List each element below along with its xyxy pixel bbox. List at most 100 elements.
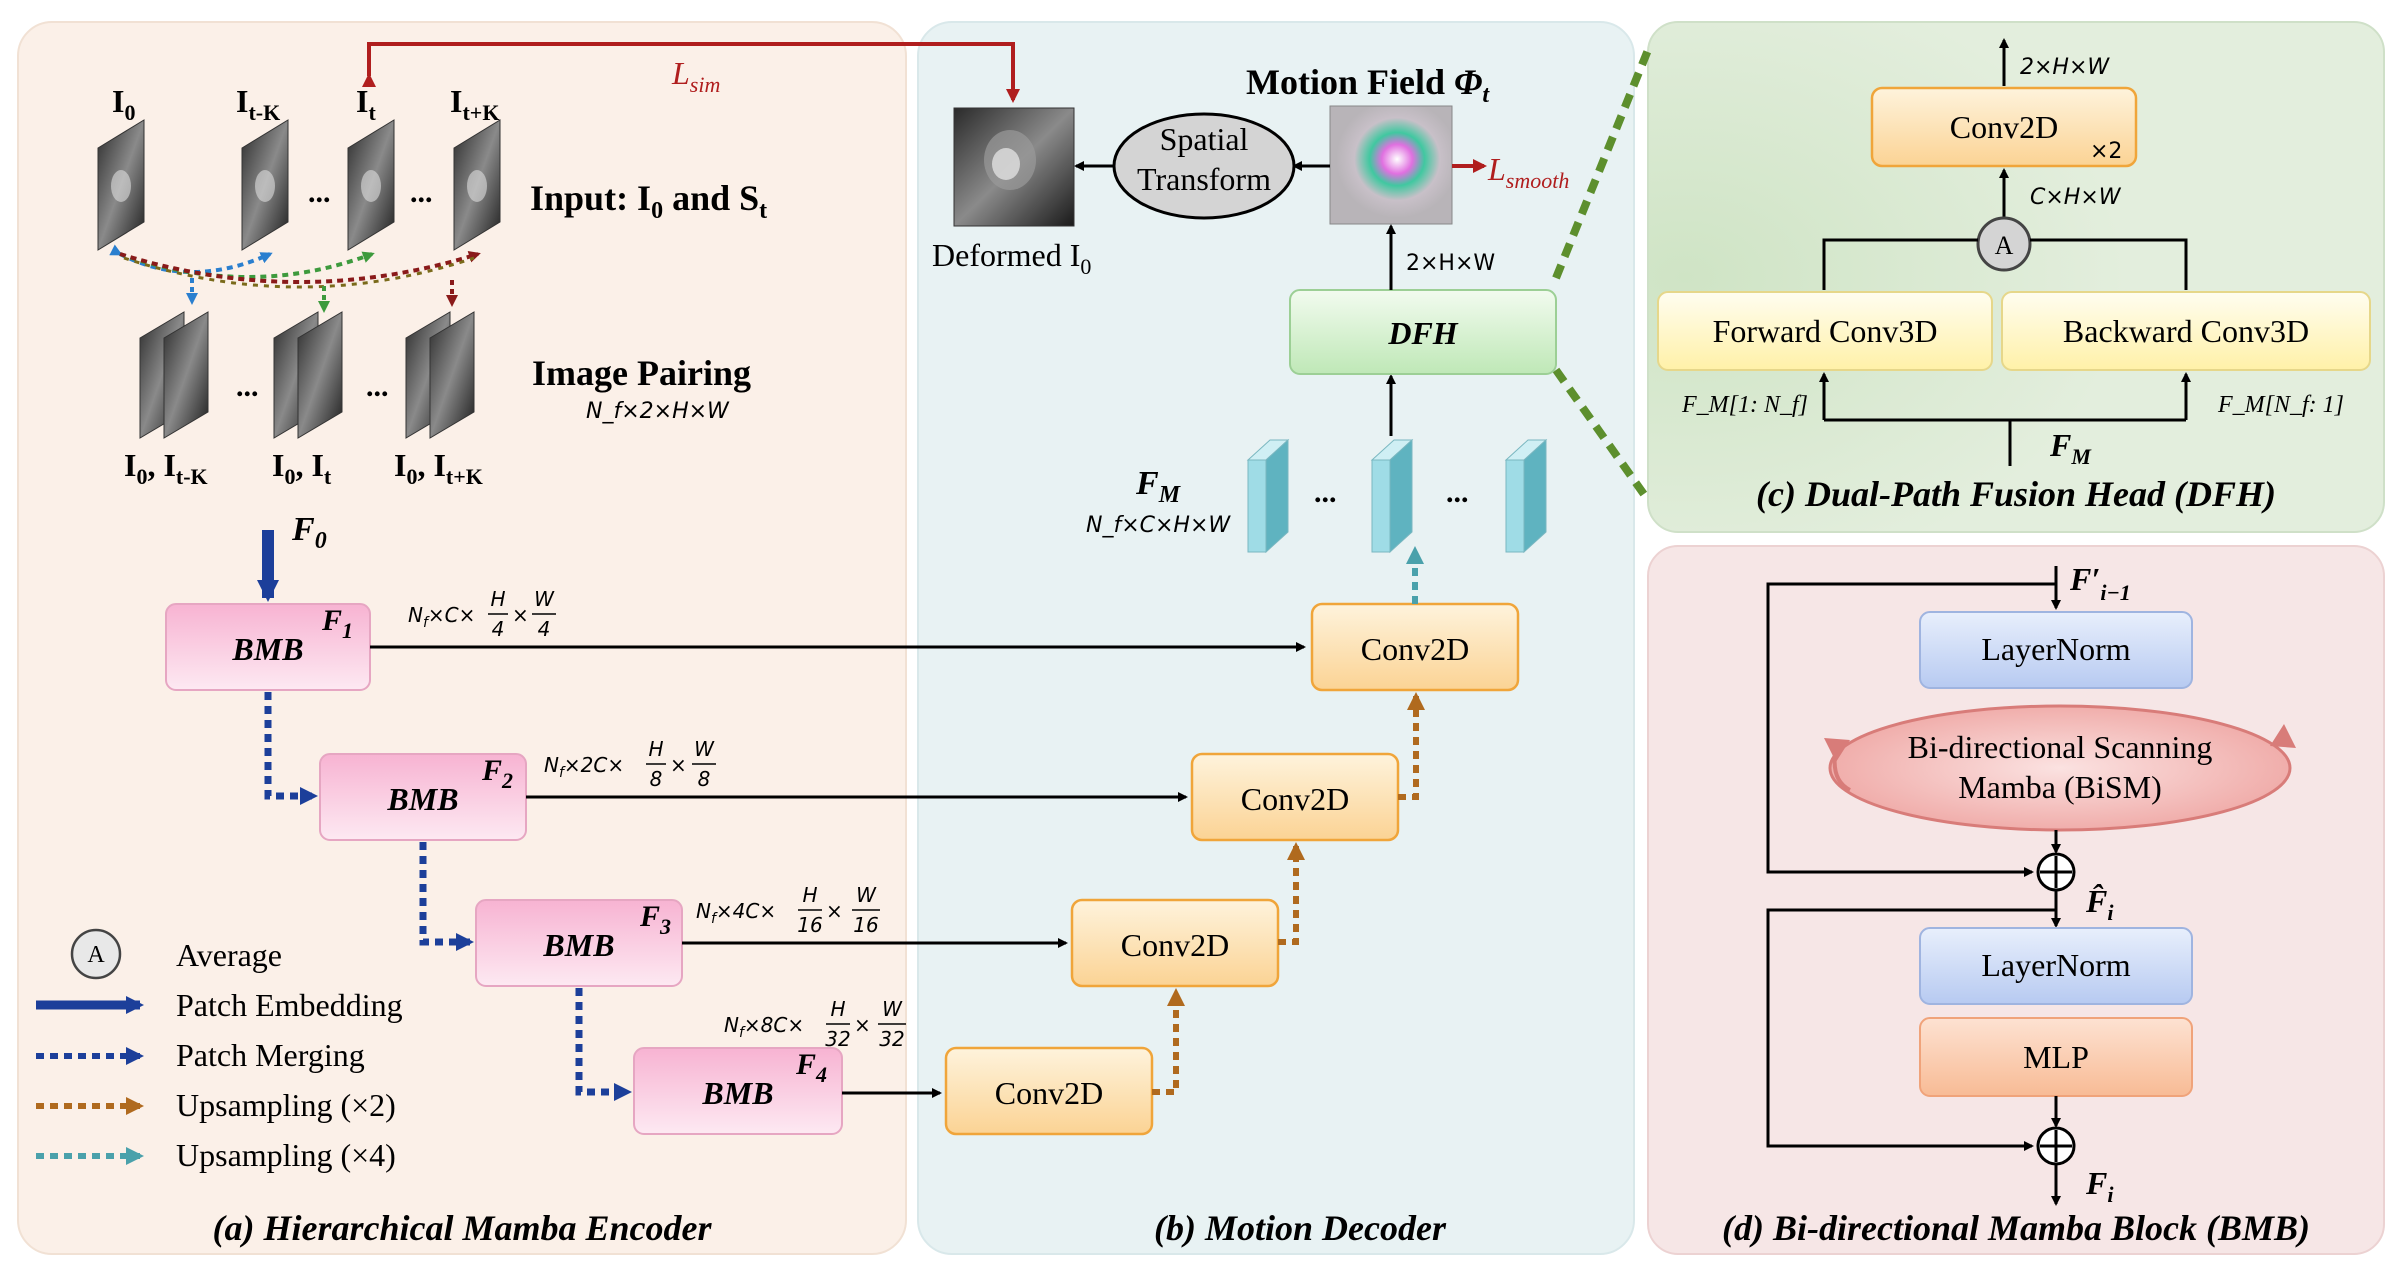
deformed-image: [953, 107, 1075, 227]
svg-text:DFH: DFH: [1387, 315, 1458, 351]
legend: A Average Patch Embedding Patch Merging …: [36, 928, 403, 1173]
shape-label-4: Nf×8C× H32 × W32: [724, 997, 906, 1051]
svg-text:A: A: [87, 942, 105, 968]
svg-text:4: 4: [492, 617, 505, 641]
panel-c: [1647, 21, 2385, 533]
motion-field-image: [1329, 105, 1453, 225]
conv2d-2: Conv2D: [1190, 752, 1400, 842]
svg-text:Conv2D: Conv2D: [1241, 781, 1349, 817]
mri-frame-itk: [241, 119, 289, 251]
dfh-output-shape: 2×H×W: [1406, 251, 1495, 276]
svg-text:Nf×2C×: Nf×2C×: [544, 753, 624, 781]
svg-text:4: 4: [538, 617, 551, 641]
mri-frame-it: [347, 119, 395, 251]
legend-patch-embedding: Patch Embedding: [176, 987, 403, 1023]
dfh-top-shape: 2×H×W: [2020, 55, 2110, 80]
conv2d-1: Conv2D: [1310, 602, 1520, 692]
fm-split-lines: [1824, 418, 2186, 466]
residual-2: [1766, 908, 2056, 1151]
merge-arrow-1: [264, 692, 318, 805]
pair-dots-1: ...: [236, 370, 259, 403]
f4-label: F4: [795, 1048, 827, 1087]
svg-text:H: H: [802, 883, 817, 907]
pair-arc-tk: [109, 244, 273, 274]
svg-text:8: 8: [698, 767, 711, 791]
feature-slab-1: [1246, 438, 1290, 554]
panel-a: [17, 21, 907, 1255]
pair-dots-2: ...: [366, 370, 389, 403]
svg-text:Nf×8C×: Nf×8C×: [724, 1013, 804, 1041]
svg-text:LayerNorm: LayerNorm: [1981, 631, 2130, 667]
merge-arrow-2: [419, 842, 474, 951]
layernorm-2: LayerNorm: [1919, 927, 2193, 1005]
svg-text:16: 16: [797, 913, 822, 937]
shape-label-1: Nf×C× H4 × W4: [408, 587, 556, 641]
fm-forward-label: F_M[1: N_f]: [1681, 392, 1808, 418]
mri-frame-i0: [97, 119, 145, 251]
upsample-arrow-3: [1398, 692, 1425, 800]
svg-text:Spatial: Spatial: [1160, 121, 1249, 157]
mlp-block: MLP: [1919, 1017, 2193, 1097]
mri-frame-itpk: [453, 119, 501, 251]
svg-text:×2: ×2: [2090, 139, 2122, 164]
upsample-arrow-1: [1152, 988, 1185, 1095]
fwd-to-avg-line: [1822, 238, 1978, 290]
svg-text:Conv2D: Conv2D: [1121, 927, 1229, 963]
slab-dots-2: ...: [1446, 476, 1469, 509]
svg-text:Forward Conv3D: Forward Conv3D: [1713, 313, 1938, 349]
add-node-1: [2036, 852, 2076, 892]
svg-text:×: ×: [670, 753, 687, 777]
shape-label-3: Nf×4C× H16 × W16: [696, 883, 880, 937]
legend-average-symbol: [70, 928, 122, 980]
svg-text:×: ×: [826, 899, 843, 923]
svg-text:W: W: [534, 587, 555, 611]
feature-slab-3: [1504, 438, 1548, 554]
svg-text:8: 8: [650, 767, 663, 791]
dfh-mid-shape: C×H×W: [2030, 185, 2122, 210]
svg-text:H: H: [490, 587, 505, 611]
f2-label: F2: [481, 754, 513, 793]
motion-field-title: Motion Field Φt: [1246, 62, 1490, 108]
caption-a: (a) Hierarchical Mamba Encoder: [213, 1208, 713, 1248]
svg-text:H: H: [830, 997, 845, 1021]
pair-arc-tpk2: [123, 256, 475, 289]
dfh-average-node: [1976, 216, 2032, 272]
residual-1: [1766, 582, 2056, 877]
frame-dots-2: ...: [410, 176, 433, 209]
forward-conv3d: Forward Conv3D: [1657, 291, 1993, 371]
svg-text:BMB: BMB: [386, 781, 458, 817]
legend-patch-merging: Patch Merging: [176, 1037, 365, 1073]
lsim-label: Lsim: [671, 55, 720, 97]
legend-average: Average: [176, 937, 282, 973]
legend-upsampling-x4: Upsampling (×4): [176, 1137, 396, 1173]
deformed-label: Deformed I0: [932, 237, 1091, 279]
pair-frames-3: [405, 311, 475, 439]
upsample-arrow-2: [1278, 842, 1305, 945]
bmb-output-label: Fi: [2085, 1165, 2114, 1207]
caption-b: (b) Motion Decoder: [1154, 1208, 1447, 1248]
bwd-to-avg-line: [2030, 238, 2188, 290]
svg-text:Conv2D: Conv2D: [1361, 631, 1469, 667]
pair-label-1: I0, It-K: [124, 447, 208, 489]
dfh-block: DFH: [1289, 289, 1557, 375]
pair-label-2: I0, It: [272, 447, 332, 489]
shape-label-2: Nf×2C× H8 × W8: [544, 737, 716, 791]
svg-text:Bi-directional Scanning: Bi-directional Scanning: [1908, 729, 2213, 765]
pairing-shape: N_f×2×H×W: [586, 399, 730, 424]
bmb-input-label: F′i−1: [2069, 561, 2131, 605]
lsmooth-label: Lsmooth: [1487, 151, 1569, 193]
fm-backward-label: F_M[N_f: 1]: [2217, 392, 2344, 418]
svg-text:H: H: [648, 737, 663, 761]
f1-label: F1: [321, 604, 353, 643]
conv2d-3: Conv2D: [1070, 898, 1280, 988]
svg-text:BMB: BMB: [231, 631, 303, 667]
svg-text:BMB: BMB: [701, 1075, 773, 1111]
svg-text:W: W: [856, 883, 877, 907]
svg-text:Conv2D: Conv2D: [995, 1075, 1103, 1111]
spatial-transform: Spatial Transform: [1112, 112, 1296, 220]
f0-label: F0: [291, 511, 327, 554]
fhat-label: F̂i: [2085, 883, 2114, 925]
svg-text:Backward Conv3D: Backward Conv3D: [2063, 313, 2309, 349]
svg-text:A: A: [1995, 231, 2014, 260]
